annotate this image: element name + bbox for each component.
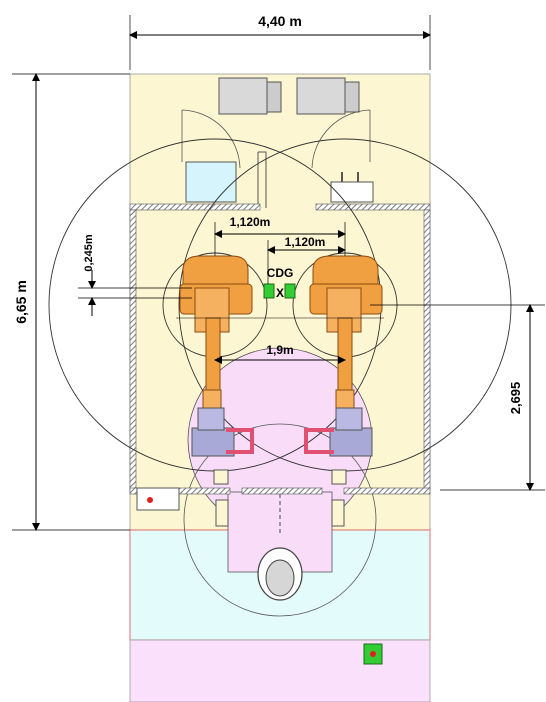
label-cdg-marker: X xyxy=(276,286,284,300)
fence-top-right xyxy=(315,203,431,211)
label-vertical-offset: 0,245m xyxy=(83,234,95,272)
fixture-right xyxy=(304,407,373,457)
door-swing-left xyxy=(181,109,241,169)
label-overall-width: 4,40 m xyxy=(258,13,302,29)
label-cdg-offset: 1,120m xyxy=(285,235,326,249)
fence-bottom-mid xyxy=(241,487,323,495)
lower-reach-circle xyxy=(183,423,377,617)
cdg-device-left xyxy=(263,283,275,299)
door-swing-right xyxy=(311,109,371,169)
panel-left xyxy=(136,487,180,511)
cabinet-left xyxy=(218,77,268,115)
fence-bottom-right xyxy=(343,487,431,495)
cabinet-left-side xyxy=(266,81,282,113)
label-cdg: CDG xyxy=(267,266,294,280)
robot-right xyxy=(309,255,383,409)
fence-top-left xyxy=(129,203,261,211)
label-robot-spacing-top: 1,120m xyxy=(230,215,271,229)
fixture-left xyxy=(191,407,254,457)
label-overall-height: 6,65 m xyxy=(13,280,29,324)
cabinet-right xyxy=(296,77,346,115)
lower-zone xyxy=(129,639,431,702)
robot-left xyxy=(179,255,253,409)
label-right-height: 2,695 xyxy=(508,382,523,415)
cdg-device-right xyxy=(284,283,296,299)
fence-bottom-left xyxy=(129,487,231,495)
label-robot-spacing-mid: 1,9m xyxy=(266,343,293,357)
tank xyxy=(185,161,237,203)
controller xyxy=(330,181,374,203)
cabinet-right-side xyxy=(344,81,360,113)
